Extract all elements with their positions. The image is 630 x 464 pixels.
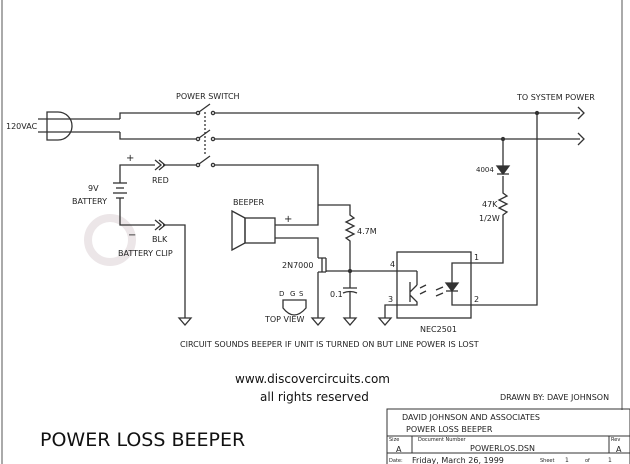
opto-pin3: 3 bbox=[388, 295, 393, 304]
top-view-label: TOP VIEW bbox=[264, 315, 304, 324]
pin-d: D bbox=[279, 290, 284, 298]
battery bbox=[113, 159, 196, 326]
opto-pin2: 2 bbox=[474, 295, 479, 304]
mosfet-label: 2N7000 bbox=[282, 261, 313, 270]
sheet-label: Sheet bbox=[540, 458, 554, 464]
sheet-value: 1 bbox=[565, 457, 569, 464]
beeper-plus: + bbox=[284, 214, 292, 225]
website-text: www.discovercircuits.com bbox=[235, 372, 390, 386]
rights-text: all rights reserved bbox=[260, 390, 369, 404]
title-block: DAVID JOHNSON AND ASSOCIATES POWER LOSS … bbox=[386, 408, 630, 464]
drawn-by: DRAWN BY: DAVE JOHNSON bbox=[500, 393, 609, 402]
switch-label: POWER SWITCH bbox=[176, 92, 240, 101]
circuit-note: CIRCUIT SOUNDS BEEPER IF UNIT IS TURNED … bbox=[180, 340, 479, 349]
cap-label: 0.1 bbox=[330, 290, 343, 299]
battery-clip-label: BATTERY CLIP bbox=[118, 249, 173, 258]
optocoupler bbox=[377, 113, 538, 326]
r2-value: 47K bbox=[482, 200, 498, 209]
system-power-label: TO SYSTEM POWER bbox=[516, 93, 595, 102]
diagram-title: POWER LOSS BEEPER bbox=[40, 429, 245, 451]
size-value: A bbox=[396, 445, 402, 454]
project-name: POWER LOSS BEEPER bbox=[406, 425, 493, 434]
of-label: of bbox=[585, 458, 590, 464]
size-label: Size bbox=[389, 437, 399, 443]
opto-pin1: 1 bbox=[474, 253, 479, 262]
pin-g: G bbox=[290, 290, 295, 298]
company-name: DAVID JOHNSON AND ASSOCIATES bbox=[402, 413, 540, 422]
blk-label: BLK bbox=[152, 235, 168, 244]
date-value: Friday, March 26, 1999 bbox=[412, 456, 504, 464]
r1-label: 4.7M bbox=[357, 227, 377, 236]
opto-pin4: 4 bbox=[390, 260, 395, 269]
battery-minus: − bbox=[128, 230, 136, 241]
system-power-lines bbox=[215, 106, 585, 146]
beeper-label: BEEPER bbox=[233, 198, 264, 207]
docnum-value: POWERLOS.DSN bbox=[470, 444, 535, 453]
docnum-label: Document Number bbox=[418, 437, 467, 443]
sheets-value: 1 bbox=[608, 457, 612, 464]
red-label: RED bbox=[152, 176, 169, 185]
rev-value: A bbox=[616, 445, 622, 454]
battery-label: BATTERY bbox=[72, 197, 107, 206]
ac-label: 120VAC bbox=[6, 122, 38, 131]
date-label: Date: bbox=[389, 458, 403, 464]
ac-plug bbox=[38, 111, 196, 141]
beeper-circuit bbox=[215, 164, 417, 326]
rev-label: Rev bbox=[611, 437, 620, 443]
watermark-graphic bbox=[84, 214, 136, 266]
labels: 120VAC POWER SWITCH TO SYSTEM POWER + RE… bbox=[6, 92, 609, 451]
battery-voltage: 9V bbox=[88, 184, 99, 193]
diode-label: 4004 bbox=[476, 166, 494, 174]
battery-plus: + bbox=[126, 153, 134, 164]
r2-wattage: 1/2W bbox=[479, 214, 500, 223]
pin-s: S bbox=[299, 290, 304, 298]
opto-label: NEC2501 bbox=[420, 325, 457, 334]
power-switch bbox=[195, 103, 216, 168]
